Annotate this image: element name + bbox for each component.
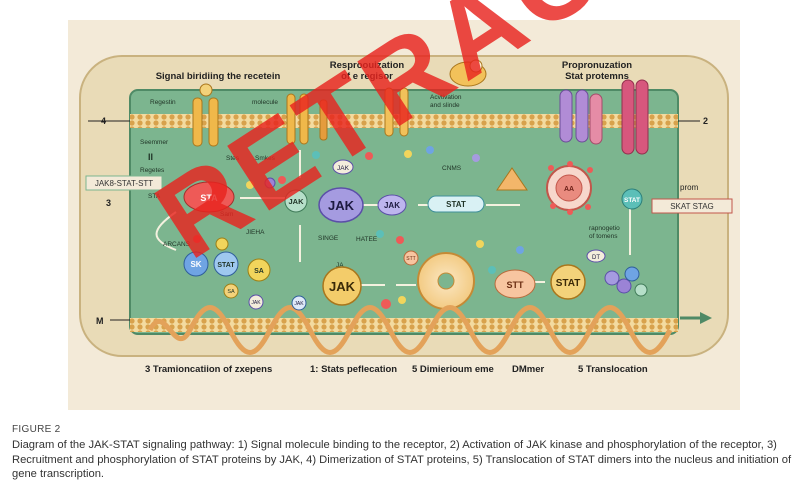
svg-text:JAK: JAK [329, 279, 356, 294]
label-propro-1: Propronuzation [562, 60, 632, 71]
label-left-bottom: M [96, 316, 104, 326]
svg-text:AA: AA [564, 186, 574, 193]
receptor-right-purple [559, 89, 589, 143]
label-cnms: CNMS [442, 165, 462, 172]
node-jak-bottom: JAK [322, 266, 362, 306]
svg-text:JAK: JAK [251, 300, 261, 306]
skat-label: SKAT STAG [670, 202, 714, 211]
node-stt: STT [494, 269, 536, 299]
node-stat-bottom: STAT [550, 264, 586, 300]
node-stat-blue: STAT [213, 251, 239, 277]
nucleus [417, 252, 475, 310]
svg-text:STT: STT [507, 280, 525, 290]
node-jak-tiny: JAK [332, 159, 354, 175]
jak-stat-box [85, 175, 163, 191]
label-left-mid: 3 [106, 198, 111, 208]
node-jak-small-left: JAK [284, 189, 308, 213]
svg-text:JAK: JAK [384, 201, 400, 210]
label-sta-left: STA [148, 193, 161, 200]
node-stat-rect: STAT [427, 195, 485, 213]
svg-text:STA: STA [200, 193, 218, 203]
bottom-membrane [130, 318, 678, 332]
bottom-label-5: 5 Translocation [578, 364, 648, 375]
skat-box [651, 198, 733, 214]
label-resproc-1: Resproouization [330, 60, 405, 71]
label-singe: SINGE [318, 235, 339, 242]
svg-text:DT: DT [592, 255, 600, 261]
label-right-top: 2 [703, 116, 708, 126]
svg-text:STAT: STAT [446, 200, 466, 209]
node-sa-small: SA [223, 283, 239, 299]
label-signal: Signal biridiing the recetein [156, 71, 281, 82]
jak-stat-diagram: JAK8-STAT-STT SKAT STAG Signal biridiing… [68, 0, 806, 410]
label-stes: Stes [226, 155, 240, 162]
label-resproc-2: of e regisor [341, 71, 393, 82]
label-jieha: JIEHA [246, 229, 265, 236]
node-jak-big: JAK [318, 187, 364, 223]
molecule-dots [193, 146, 648, 309]
label-regetes: Regetes [140, 167, 165, 174]
label-activation-1: Acvtivation [430, 94, 462, 101]
receptor-center [384, 87, 409, 137]
bottom-label-2: 1: Stats peflecation [310, 364, 397, 375]
bottom-label-4: DMmer [512, 364, 545, 375]
label-rapnogetio-1: rapnogetio [589, 225, 620, 232]
bottom-label-3: 5 Dimierioum eme [412, 364, 494, 375]
node-sa: SA [247, 258, 271, 282]
svg-text:SK: SK [190, 260, 201, 269]
label-ii: II [148, 152, 153, 162]
receptor-mid [286, 93, 328, 145]
label-rapnogetio-2: of tomens [589, 233, 618, 240]
label-sam: Sam [220, 211, 233, 218]
receptor-right-pink [589, 79, 649, 155]
svg-text:STAT: STAT [217, 262, 235, 269]
svg-text:STAT: STAT [624, 197, 640, 204]
label-smkes: Smkes [255, 155, 276, 162]
svg-text:JAK: JAK [288, 197, 304, 206]
svg-text:JAK: JAK [328, 198, 355, 213]
label-left-top: 4 [101, 116, 106, 126]
label-regestin: Regestin [150, 99, 176, 106]
jak-stat-box-label: JAK8-STAT-STT [95, 179, 153, 188]
node-jak-mid: JAK [377, 194, 407, 216]
bottom-label-1: 3 Tramioncatiion of zxepens [145, 364, 272, 375]
node-dt: DT [586, 249, 606, 263]
node-stat-right: STAT [621, 188, 643, 210]
nucleus-right [546, 165, 592, 211]
svg-text:SA: SA [254, 268, 264, 275]
label-arcans: ARCANS [163, 241, 191, 248]
label-propro-2: Stat protemns [565, 71, 629, 82]
pathway-arrows [155, 150, 631, 286]
receptor-left [192, 83, 219, 147]
label-activation-2: and slinde [430, 102, 460, 109]
node-stt-small: STT [403, 250, 419, 266]
ligand-top [449, 59, 487, 87]
svg-text:STAT: STAT [556, 278, 581, 289]
figure-caption-block: FIGURE 2 Diagram of the JAK-STAT signali… [12, 424, 792, 482]
figure-label: FIGURE 2 [12, 424, 61, 435]
svg-text:STT: STT [406, 256, 415, 262]
node-jak-tiny2: JAK [248, 294, 264, 310]
node-jak-tiny3: JAK [291, 295, 307, 311]
svg-text:JAK: JAK [337, 165, 350, 172]
label-seemmer: Seemmer [140, 139, 169, 146]
node-aa: AA [564, 186, 574, 193]
svg-text:SA: SA [227, 289, 235, 295]
svg-text:JAK: JAK [294, 301, 304, 307]
dna-strand [147, 305, 673, 355]
label-hatee: HATEE [356, 236, 378, 243]
figure-caption: Diagram of the JAK-STAT signaling pathwa… [12, 439, 792, 480]
label-ja: JA [336, 262, 344, 269]
label-prom: prom [680, 183, 699, 192]
label-molecule: molecule [252, 99, 278, 106]
node-sta-red: STA [183, 181, 235, 213]
node-sk: SK [183, 251, 209, 277]
